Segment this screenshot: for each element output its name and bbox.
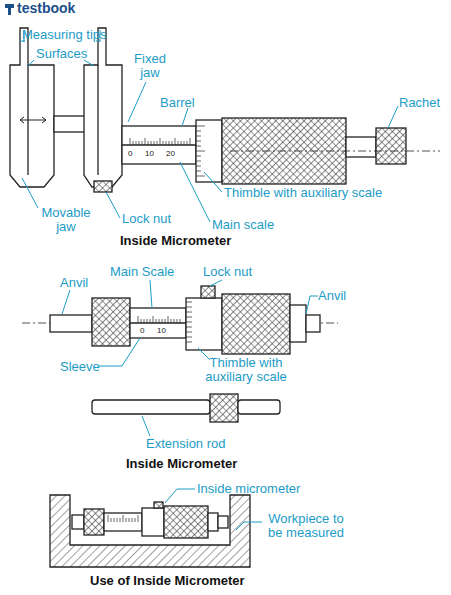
part-label: Lock nut bbox=[203, 265, 252, 279]
scale-tick bbox=[178, 141, 179, 145]
scale-tick bbox=[181, 141, 182, 145]
scale-tick bbox=[168, 316, 169, 323]
scale-tick bbox=[187, 141, 188, 145]
scale-tick bbox=[157, 141, 158, 145]
scale-tick bbox=[190, 138, 191, 145]
scale-tick bbox=[163, 141, 164, 145]
scale-tick bbox=[186, 307, 192, 308]
scale-tick bbox=[151, 141, 152, 145]
part-label: Workpiece to be measured bbox=[262, 512, 350, 540]
scale-tick bbox=[175, 138, 176, 145]
scale-tick bbox=[169, 141, 170, 145]
scale-tick bbox=[180, 319, 181, 323]
part-label: Surfaces bbox=[36, 47, 87, 61]
scale-tick bbox=[196, 141, 201, 142]
scale-tick bbox=[196, 171, 201, 172]
scale-tick bbox=[111, 518, 112, 522]
scale-tick bbox=[129, 518, 130, 522]
scale-number: 0 bbox=[128, 150, 132, 158]
scale-tick bbox=[186, 327, 192, 328]
scale-number: 10 bbox=[145, 150, 154, 158]
scale-tick bbox=[141, 319, 142, 323]
scale-tick bbox=[196, 176, 205, 177]
scale-tick bbox=[174, 319, 175, 323]
figure-caption: Inside Micrometer bbox=[120, 234, 231, 248]
part-label: Inside micrometer bbox=[197, 482, 300, 496]
scale-tick bbox=[186, 312, 192, 313]
scale-tick bbox=[130, 138, 131, 145]
scale-tick bbox=[196, 126, 205, 127]
scale-tick bbox=[117, 518, 118, 522]
scale-tick bbox=[186, 322, 192, 323]
part-label: Thimble with auxiliary scale bbox=[224, 186, 382, 200]
scale-tick bbox=[139, 141, 140, 145]
part-label: Anvil bbox=[60, 276, 88, 290]
scale-tick bbox=[147, 319, 148, 323]
scale-tick bbox=[108, 515, 109, 522]
scale-tick bbox=[153, 316, 154, 323]
scale-tick bbox=[166, 141, 167, 145]
scale-number: 10 bbox=[157, 327, 166, 335]
scale-tick bbox=[136, 141, 137, 145]
scale-tick bbox=[196, 136, 201, 137]
scale-number: 20 bbox=[166, 150, 175, 158]
part-label: Extension rod bbox=[146, 437, 226, 451]
scale-tick bbox=[196, 156, 201, 157]
scale-tick bbox=[133, 141, 134, 145]
scale-tick bbox=[162, 319, 163, 323]
scale-tick bbox=[186, 317, 192, 318]
scale-tick bbox=[159, 319, 160, 323]
scale-tick bbox=[138, 316, 139, 323]
part-label: Lock nut bbox=[122, 212, 171, 226]
part-label: Thimble with auxiliary scale bbox=[196, 356, 296, 384]
scale-tick bbox=[156, 319, 157, 323]
scale-tick bbox=[126, 518, 127, 522]
scale-tick bbox=[177, 319, 178, 323]
scale-tick bbox=[186, 342, 192, 343]
part-label: Measuring tips bbox=[22, 28, 107, 42]
part-label: Barrel bbox=[160, 96, 195, 110]
watermark: testbook bbox=[17, 1, 75, 15]
scale-tick bbox=[144, 319, 145, 323]
figure-caption: Use of Inside Micrometer bbox=[90, 574, 245, 588]
scale-tick bbox=[120, 518, 121, 522]
part-label: Rachet bbox=[399, 96, 440, 110]
scale-tick bbox=[186, 332, 192, 333]
scale-tick bbox=[196, 146, 201, 147]
scale-number: 0 bbox=[140, 327, 144, 335]
scale-tick bbox=[148, 141, 149, 145]
scale-tick bbox=[186, 337, 192, 338]
scale-tick bbox=[142, 141, 143, 145]
scale-tick bbox=[114, 518, 115, 522]
scale-tick bbox=[145, 138, 146, 145]
part-label: Main scale bbox=[212, 218, 274, 232]
scale-tick bbox=[184, 141, 185, 145]
part-label: Fixed jaw bbox=[126, 52, 174, 80]
scale-tick bbox=[171, 319, 172, 323]
scale-tick bbox=[172, 141, 173, 145]
part-label: Movable jaw bbox=[34, 206, 98, 234]
scale-tick bbox=[186, 302, 192, 303]
part-label: Sleeve bbox=[60, 360, 100, 374]
scale-tick bbox=[123, 515, 124, 522]
scale-tick bbox=[196, 131, 201, 132]
scale-tick bbox=[160, 138, 161, 145]
figure-caption: Inside Micrometer bbox=[126, 457, 237, 471]
scale-tick bbox=[165, 319, 166, 323]
part-label: Main Scale bbox=[110, 265, 174, 279]
scale-tick bbox=[132, 518, 133, 522]
scale-tick bbox=[138, 515, 139, 522]
scale-tick bbox=[154, 141, 155, 145]
scale-tick bbox=[135, 518, 136, 522]
scale-tick bbox=[150, 319, 151, 323]
scale-tick bbox=[196, 151, 205, 152]
scale-tick bbox=[196, 161, 201, 162]
part-label: Anvil bbox=[318, 289, 346, 303]
scale-tick bbox=[196, 166, 201, 167]
